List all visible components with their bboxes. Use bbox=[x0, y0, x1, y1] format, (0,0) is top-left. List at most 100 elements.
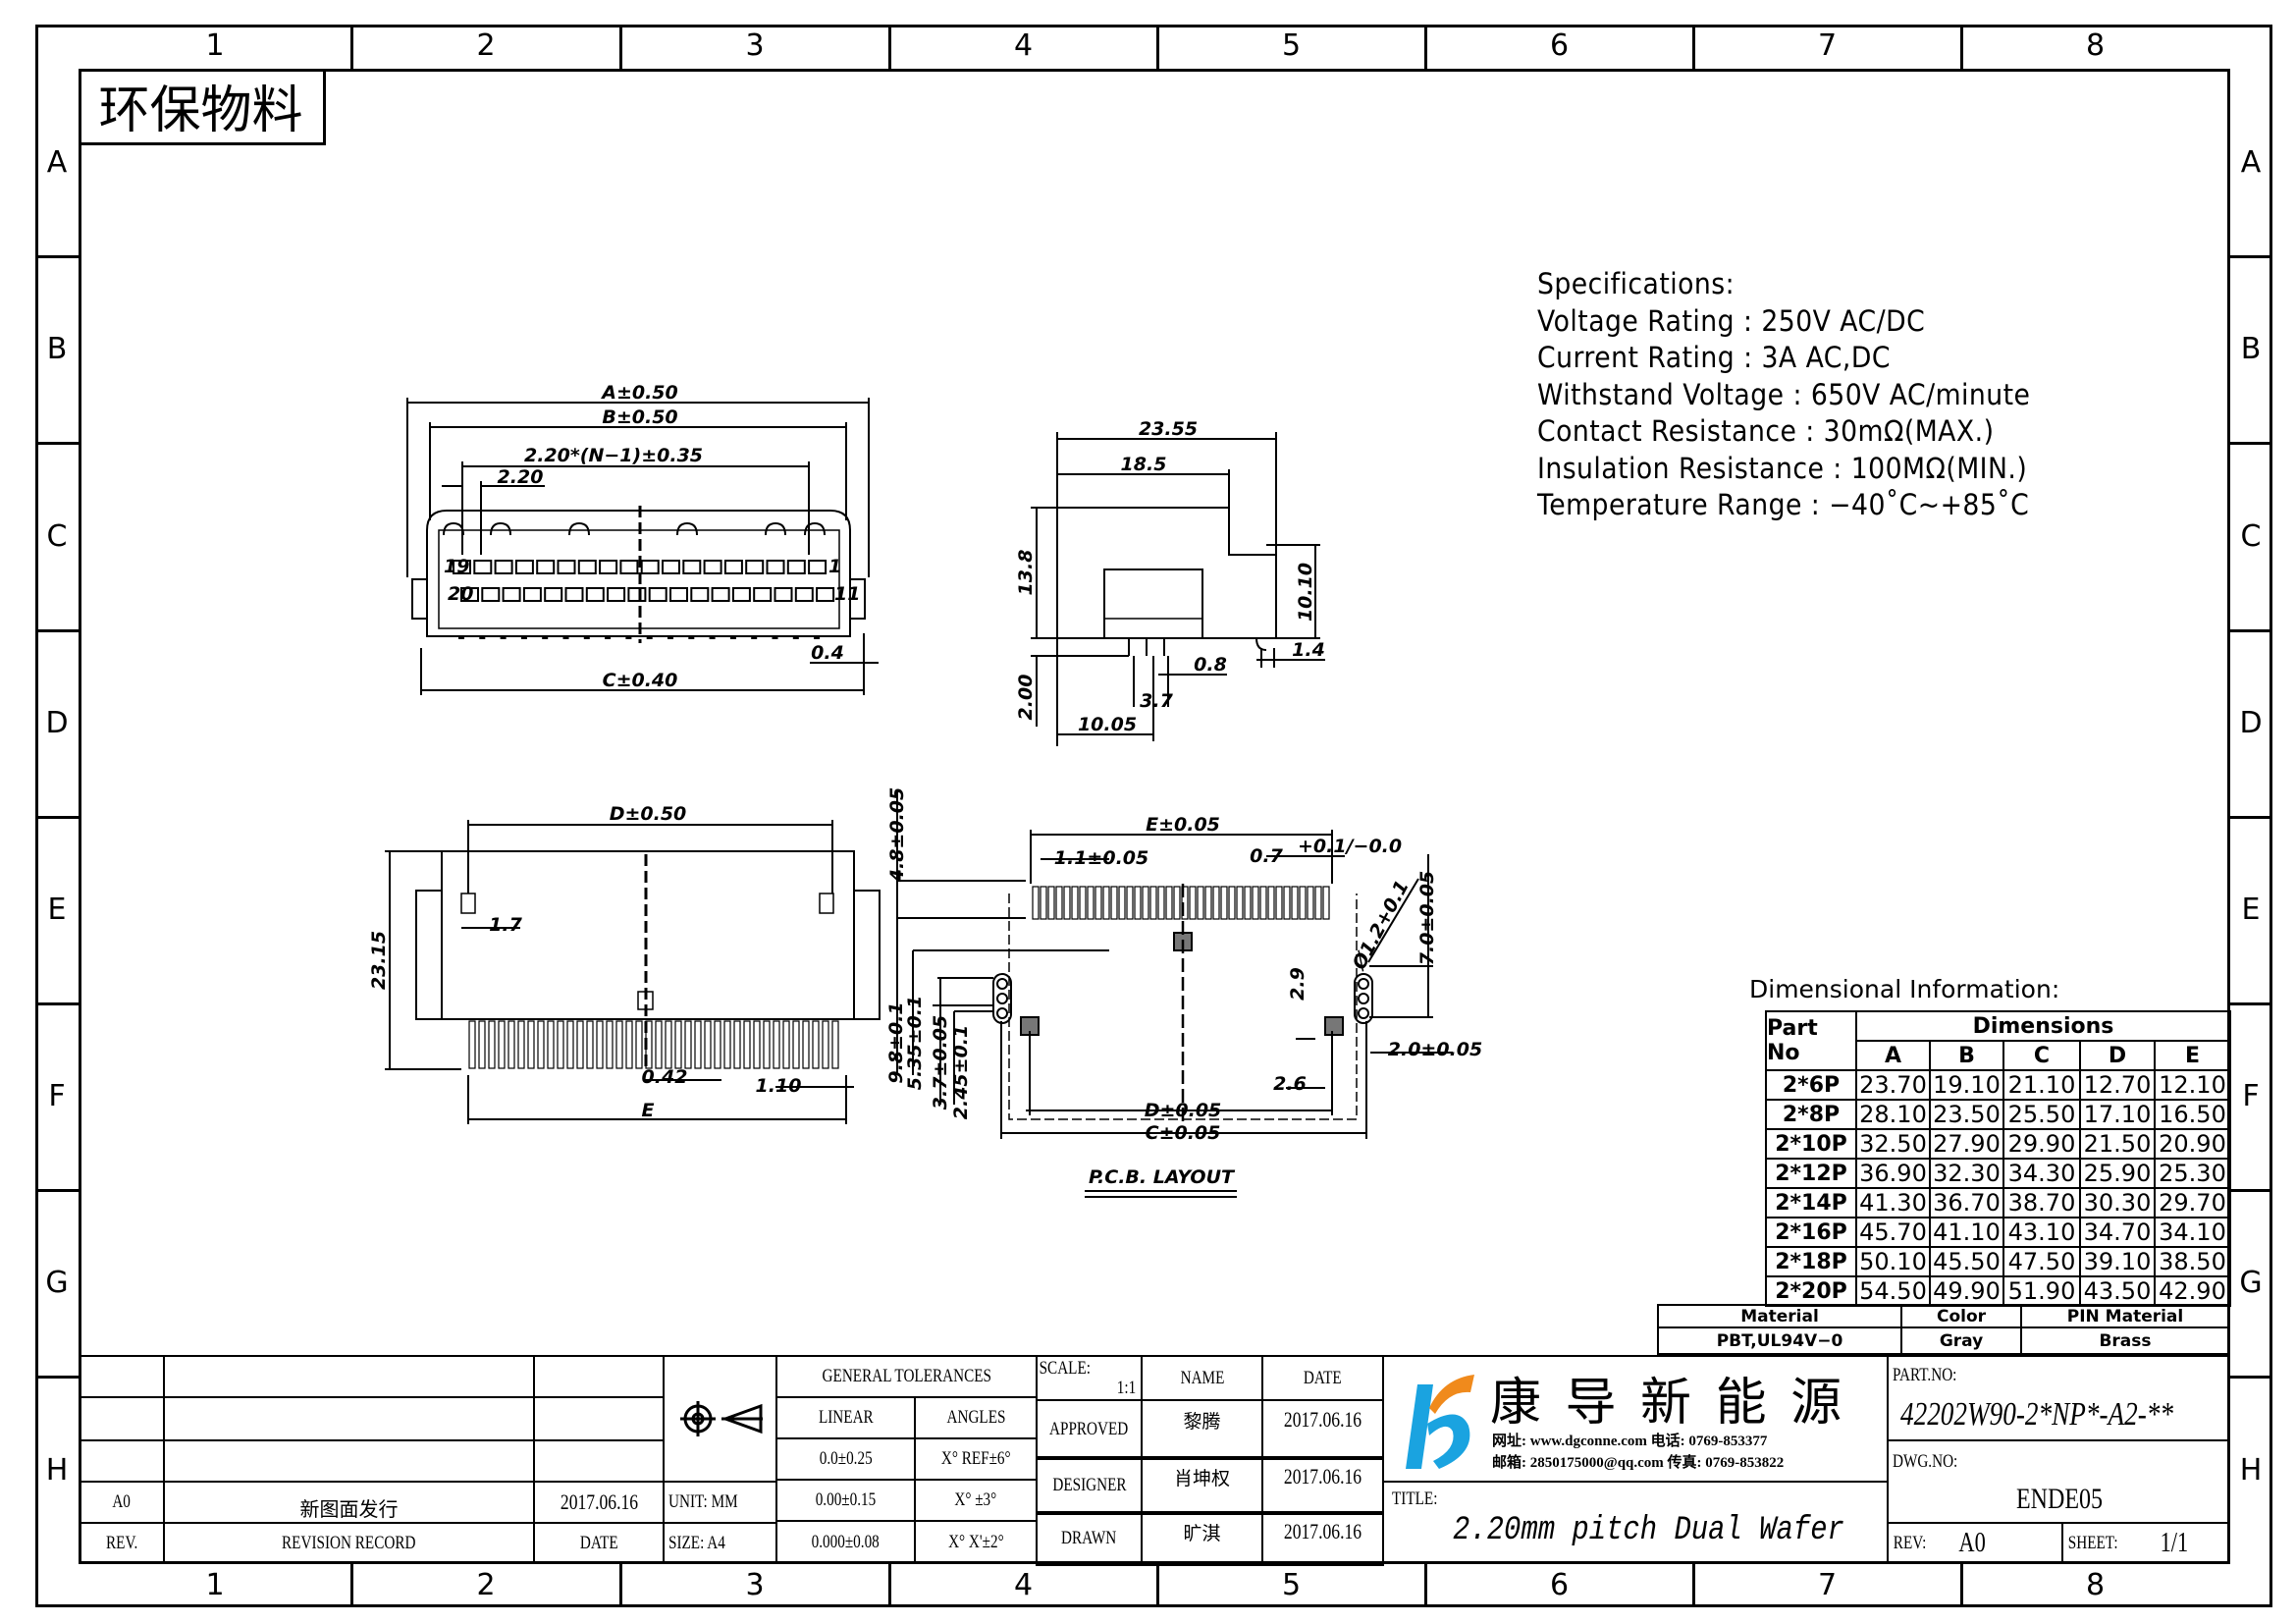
dim-right-height-label: 10.10 bbox=[1295, 563, 1316, 622]
signoff-name-text: 肖坤权 bbox=[1173, 1468, 1230, 1489]
spec-title: Specifications: bbox=[1537, 267, 1735, 300]
latch-notch bbox=[568, 521, 590, 536]
pcb-finger-pad bbox=[1040, 886, 1047, 920]
pcb-finger-pad bbox=[1204, 886, 1212, 920]
zone-divider bbox=[35, 816, 79, 819]
dimension-value: 17.10 bbox=[2083, 1101, 2152, 1128]
sheet-label: SHEET: bbox=[2067, 1532, 2118, 1553]
part-number: 2*10P bbox=[1775, 1131, 1847, 1157]
contact-cavity-row2 bbox=[627, 587, 647, 602]
zone-column-label: 4 bbox=[1013, 28, 1034, 63]
contact-cavity-row1 bbox=[514, 560, 534, 574]
solder-pin bbox=[488, 1020, 496, 1069]
column-header: E bbox=[2154, 1040, 2231, 1071]
pcb-layout: E±0.05 1.1±0.05 0.7 +0.1/−0.0 4.8±0.05 Ø… bbox=[885, 787, 1482, 1198]
solder-pin bbox=[517, 1020, 525, 1069]
pcb-finger-pad bbox=[1102, 886, 1110, 920]
angle-tol-2: X° ±3° bbox=[914, 1479, 1038, 1522]
dim-pitch-label: 2.20 bbox=[498, 466, 544, 488]
table-cell: 21.10 bbox=[2002, 1069, 2081, 1101]
zone-divider bbox=[35, 1376, 79, 1379]
pcb-pad-width-label: 0.7 bbox=[1250, 845, 1283, 867]
zone-row-label: G bbox=[2239, 1266, 2263, 1300]
right-hole-slot bbox=[1354, 973, 1373, 1024]
spec-contact-resistance: Contact Resistance : 30mΩ(MAX.) bbox=[1537, 414, 1995, 448]
table-cell: 28.10 bbox=[1855, 1099, 1931, 1130]
contact-cavity-row1 bbox=[557, 560, 576, 574]
date-header: DATE bbox=[533, 1522, 665, 1564]
table-cell: 34.10 bbox=[2154, 1217, 2231, 1248]
rev-value: A0 bbox=[1958, 1527, 1986, 1558]
contact-cavity-row2 bbox=[607, 587, 626, 602]
solder-pin bbox=[763, 1020, 771, 1069]
table-cell: 41.30 bbox=[1855, 1187, 1931, 1218]
sheet-value: 1/1 bbox=[2161, 1527, 2189, 1558]
rev-header-text: REV. bbox=[105, 1532, 138, 1553]
dimensions-header: Dimensions bbox=[1855, 1010, 2231, 1042]
zone-divider bbox=[35, 1189, 79, 1192]
part-no-label: PART.NO: bbox=[1893, 1365, 1957, 1385]
side-view-header bbox=[1103, 568, 1203, 639]
solder-pin bbox=[684, 1020, 692, 1069]
part-number: 2*18P bbox=[1775, 1249, 1847, 1274]
pcb-finger-pad bbox=[1220, 886, 1228, 920]
angle-tol-1: X° REF±6° bbox=[914, 1437, 1038, 1481]
zone-column-label: 6 bbox=[1549, 1568, 1570, 1602]
dim-height-label: 23.15 bbox=[368, 931, 390, 990]
dimension-value: 12.10 bbox=[2159, 1071, 2226, 1099]
signoff-date: 2017.06.16 bbox=[1261, 1456, 1384, 1515]
name-header: NAME bbox=[1141, 1355, 1263, 1401]
top-right-ear bbox=[849, 578, 866, 620]
revision-blank-2 bbox=[163, 1355, 535, 1398]
pin-material-value-text: Brass bbox=[2099, 1330, 2152, 1351]
table-cell: 34.30 bbox=[2002, 1158, 2081, 1189]
contact-cavity-row2 bbox=[794, 587, 814, 602]
dimension-value: 39.10 bbox=[2083, 1248, 2152, 1275]
zone-divider bbox=[1424, 1564, 1427, 1607]
dimension-value: 43.10 bbox=[2007, 1218, 2076, 1246]
pcb-finger-pad bbox=[1228, 886, 1236, 920]
contact-cavity-row1 bbox=[619, 560, 639, 574]
zone-row-label: E bbox=[2241, 893, 2261, 927]
solder-pin bbox=[782, 1020, 790, 1069]
table-cell: 17.10 bbox=[2079, 1099, 2156, 1130]
solder-pin bbox=[665, 1020, 672, 1069]
zone-row-label: C bbox=[2240, 518, 2262, 554]
pcb-finger-pad bbox=[1244, 886, 1252, 920]
zone-column-label: 1 bbox=[205, 28, 225, 63]
pcb-dim-37-label: 3.7±0.05 bbox=[930, 1015, 951, 1110]
part-no-value: 42202W90-2*NP*-A2-** bbox=[1900, 1396, 2174, 1433]
pcb-dim-20-label: 2.0±0.05 bbox=[1388, 1039, 1482, 1060]
top-view: A±0.50 B±0.50 2.20*(N−1)±0.35 2.20 C±0.4… bbox=[406, 382, 879, 695]
dimension-value: 43.50 bbox=[2083, 1277, 2152, 1305]
zone-divider bbox=[2229, 1376, 2272, 1379]
contact-cavity-row1 bbox=[682, 560, 702, 574]
zone-divider bbox=[350, 25, 353, 69]
contact-cavity-row1 bbox=[662, 560, 680, 574]
table-row-part: 2*18P bbox=[1765, 1246, 1857, 1277]
top-left-ear bbox=[411, 578, 428, 620]
pcb-finger-pad bbox=[1173, 886, 1181, 920]
zone-divider bbox=[1960, 25, 1963, 69]
table-row-part: 2*10P bbox=[1765, 1128, 1857, 1160]
pcb-finger-pad bbox=[1197, 886, 1204, 920]
name-header-text: NAME bbox=[1180, 1367, 1224, 1388]
pcb-finger-pad bbox=[1165, 886, 1173, 920]
dimension-value: 32.30 bbox=[1933, 1160, 2001, 1187]
material-value-text: PBT,UL94V−0 bbox=[1716, 1330, 1843, 1351]
zone-divider bbox=[619, 1564, 622, 1607]
pcb-finger-pad bbox=[1071, 886, 1079, 920]
company-name: 康 导 新 能 源 bbox=[1490, 1374, 1846, 1433]
dimension-value: 38.70 bbox=[2007, 1189, 2076, 1217]
pcb-dim-e-label: E±0.05 bbox=[1146, 814, 1220, 836]
table-cell: 36.90 bbox=[1855, 1158, 1931, 1189]
right-solder-pad bbox=[1324, 1016, 1344, 1036]
table-cell: 32.30 bbox=[1929, 1158, 2004, 1189]
part-number: 2*8P bbox=[1782, 1102, 1841, 1127]
solder-pin bbox=[831, 1020, 839, 1069]
contact-cavity-row1 bbox=[536, 560, 556, 574]
color-value-text: Gray bbox=[1939, 1330, 1984, 1351]
pcb-dim-26-label: 2.6 bbox=[1273, 1073, 1307, 1095]
table-cell: 45.70 bbox=[1855, 1217, 1931, 1248]
dimension-value: 23.50 bbox=[1933, 1101, 2001, 1128]
